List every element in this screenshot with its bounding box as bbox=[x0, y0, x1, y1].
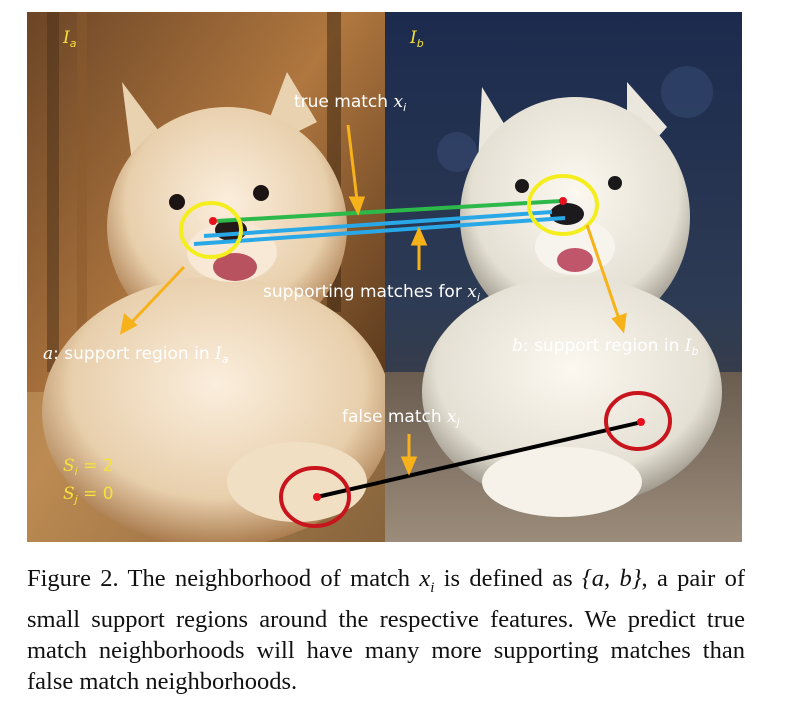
keypoint-false-b bbox=[637, 418, 645, 426]
supporting-matches-label: supporting matches for xi bbox=[263, 282, 480, 304]
false-match-line bbox=[316, 420, 643, 499]
keypoint-a bbox=[209, 217, 217, 225]
false-match-label: false match xj bbox=[342, 407, 460, 429]
supporting-match-line-2 bbox=[193, 216, 566, 246]
false-region-b bbox=[604, 391, 672, 451]
supporting-match-line-1 bbox=[203, 210, 553, 238]
image-b-label: Ib bbox=[410, 28, 424, 50]
support-region-a bbox=[179, 201, 243, 259]
figure-image: Ia Ib true match xi supporting matches f… bbox=[27, 12, 742, 542]
figure-graphic bbox=[27, 12, 742, 542]
annotation-arrows bbox=[119, 124, 627, 476]
support-region-a-label: a: support region in Ia bbox=[43, 344, 229, 366]
true-match-label: true match xi bbox=[294, 92, 407, 114]
support-region-b bbox=[527, 174, 599, 236]
score-j: Sj = 0 bbox=[63, 484, 114, 506]
false-region-a bbox=[279, 466, 351, 528]
keypoint-false-a bbox=[313, 493, 321, 501]
image-a-label: Ia bbox=[63, 28, 77, 50]
true-match-line bbox=[216, 199, 563, 223]
support-region-b-label: b: support region in Ib bbox=[512, 336, 699, 358]
figure-caption: Figure 2. The neighborhood of match xi i… bbox=[27, 565, 745, 695]
keypoint-b bbox=[559, 197, 567, 205]
score-i: Si = 2 bbox=[63, 456, 114, 478]
